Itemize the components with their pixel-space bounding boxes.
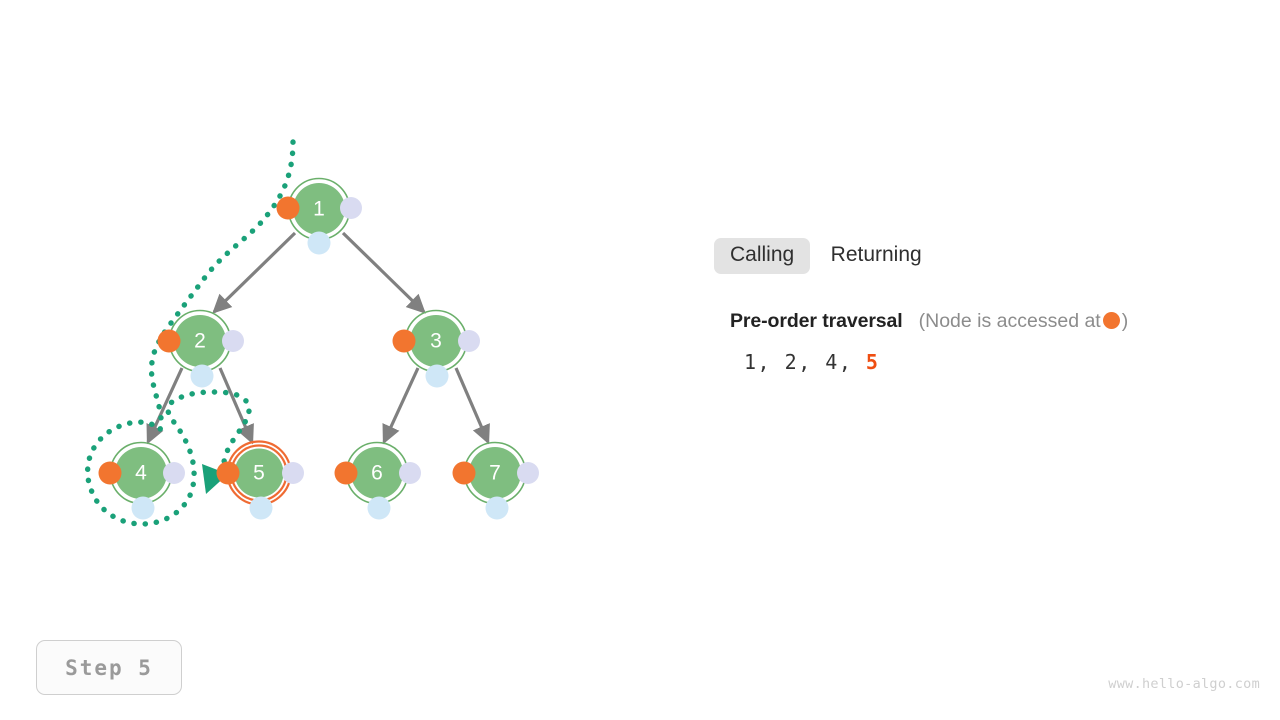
sequence-separator: , [757,349,785,374]
tree-node-4[interactable]: 4 [98,441,186,520]
node-label: 1 [313,198,325,221]
traversal-title: Pre-order traversal [730,310,903,333]
binary-tree-diagram: 1 2 3 [0,0,700,620]
access-dot-icon [1102,312,1120,330]
node-body [174,315,226,367]
node-bottom-dot [307,231,331,255]
node-bottom-dot [131,496,155,520]
state-returning-label[interactable]: Returning [830,243,922,266]
tree-nodes: 1 2 3 [98,177,540,520]
node-body [234,448,284,498]
state-calling-badge[interactable]: Calling [714,238,811,275]
sequence-separator: , [838,349,866,374]
node-access-dot [452,461,476,485]
tree-node-7[interactable]: 7 [452,441,540,520]
tree-node-1[interactable]: 1 [276,177,363,255]
sequence-separator: , [798,349,826,374]
node-right-dot [399,462,421,484]
node-body [410,315,462,367]
node-body [293,183,345,235]
node-access-dot [157,329,181,353]
tree-node-5[interactable]: 5 [216,440,305,520]
node-right-dot [282,462,304,484]
node-access-dot [276,196,300,220]
edge-3-7 [454,367,490,445]
node-body [469,447,521,499]
node-right-dot [517,462,539,484]
tree-node-2[interactable]: 2 [157,309,245,388]
node-access-dot [98,461,122,485]
node-access-dot [392,329,416,353]
traversal-sequence: 1, 2, 4, 5 [744,350,1254,374]
sequence-value: 4 [825,349,839,374]
node-bottom-dot [485,496,509,520]
node-body [351,447,403,499]
node-body [115,447,167,499]
node-right-dot [458,330,480,352]
traversal-heading: Pre-order traversal (Node is accessed at) [730,310,1254,333]
node-access-dot [216,461,240,485]
info-panel: Calling Returning Pre-order traversal (No… [714,234,1254,374]
tree-node-6[interactable]: 6 [334,441,422,520]
watermark: www.hello-algo.com [1108,676,1260,692]
node-bottom-dot [367,496,391,520]
edge-2-5 [218,367,254,445]
node-label: 7 [489,462,501,485]
edge-3-6 [382,367,420,445]
node-bottom-dot [425,364,449,388]
edge-2-4 [146,367,184,445]
node-label: 2 [194,330,206,353]
traversal-note: (Node is accessed at) [919,310,1129,332]
node-right-dot [340,197,362,219]
node-label: 4 [135,462,147,485]
tree-edges [146,231,490,445]
state-legend: Calling Returning [714,234,1254,275]
node-right-dot [222,330,244,352]
tree-svg: 1 2 3 [84,139,540,527]
node-access-dot [334,461,358,485]
traversal-block: Pre-order traversal (Node is accessed at)… [714,310,1254,373]
tree-node-3[interactable]: 3 [392,309,481,388]
node-label: 3 [430,330,442,353]
edge-1-3 [341,231,426,314]
sequence-value: 1 [744,349,758,374]
node-label: 5 [253,462,265,485]
edge-1-2 [212,231,297,314]
traversal-note-text: (Node is accessed at [918,310,1101,333]
node-bottom-dot [249,496,273,520]
sequence-value: 2 [784,349,799,374]
node-label: 6 [371,462,383,485]
node-right-dot [163,462,185,484]
traversal-note-close: ) [1121,310,1129,333]
step-badge: Step 5 [36,640,182,695]
sequence-value: 5 [865,349,880,374]
node-bottom-dot [190,364,214,388]
